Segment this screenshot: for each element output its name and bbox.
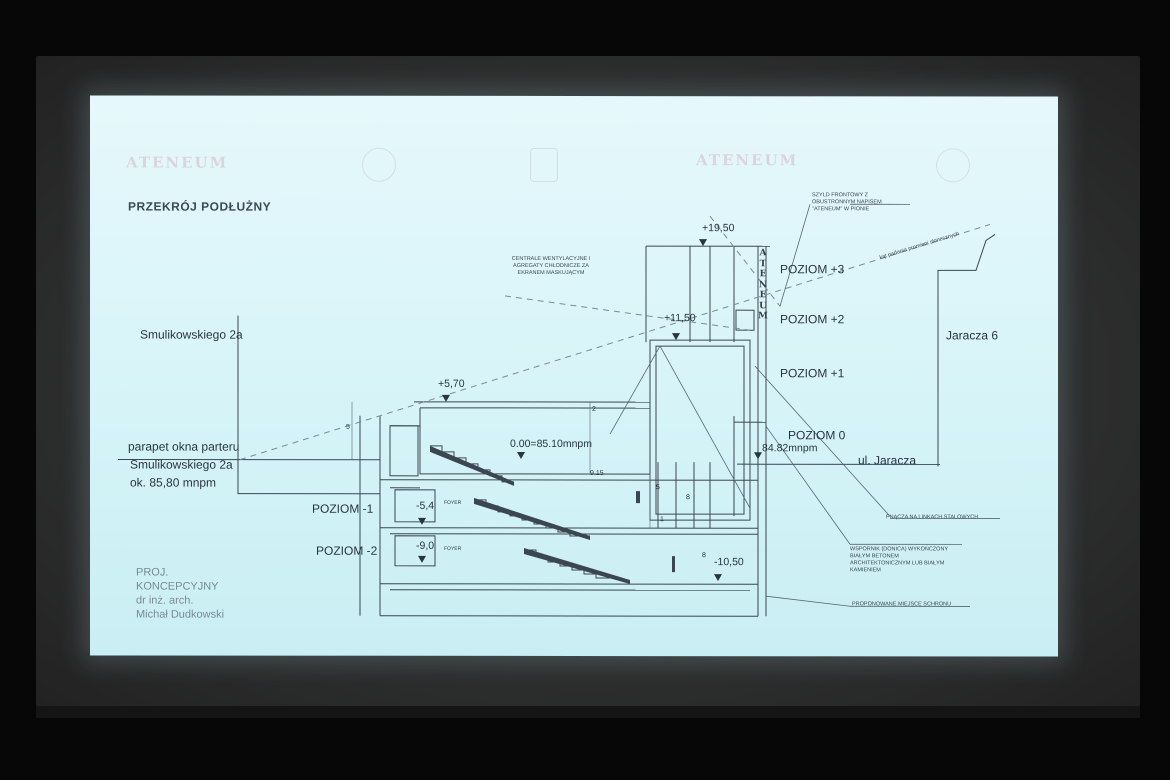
- annotation-shelter: PROPONOWANE MIEJSCE SCHRONU: [852, 601, 952, 608]
- dim-label-6: 1: [660, 516, 664, 524]
- parapet-note-line1: parapet okna parteru: [128, 439, 240, 454]
- annotation-sign: SZYLD FRONTOWY Z OBUSTRONNYM NAPISEM "AT…: [812, 192, 882, 213]
- dim-label-3: 9.15: [590, 470, 604, 478]
- elevation-street: 84.82mnpm: [762, 442, 818, 455]
- facade-ateneum-sign: ATENEUM: [758, 248, 768, 322]
- elevation-minus1: -5,4: [416, 499, 435, 512]
- neighbor-right-label: Jaracza 6: [946, 328, 999, 343]
- annotation-support: WSPORNIK (DONICA) WYKOŃCZONY BIAŁYM BETO…: [850, 546, 948, 574]
- dim-label-5: 8: [686, 494, 690, 502]
- level-minus2-label: POZIOM -2: [316, 543, 378, 558]
- level-zero-label: POZIOM 0: [788, 428, 846, 443]
- elevation-bottom: -10,50: [714, 556, 744, 569]
- foyer-label-1: FOYER: [444, 499, 462, 506]
- neighbor-left-label: Smulikowskiego 2a: [140, 327, 243, 342]
- dim-label-4: 5: [656, 484, 660, 492]
- street-label: ul. Jaracza: [858, 453, 917, 468]
- level-plus3-label: POZIOM +3: [780, 262, 845, 277]
- dim-label-1: 5: [346, 423, 350, 431]
- annotation-hvac: CENTRALE WENTYLACYJNE I AGREGATY CHŁODNI…: [511, 255, 591, 277]
- elevation-top: +19,50: [702, 222, 735, 235]
- screen-bottom-bar: [36, 706, 1140, 718]
- level-minus1-label: POZIOM -1: [312, 501, 374, 516]
- elevation-upper: +11,50: [664, 312, 696, 325]
- parapet-note-line2: Smulikowskiego 2a: [130, 457, 233, 472]
- annotation-climber: PNĄCZA NA LINKACH STALOWYCH: [886, 514, 979, 521]
- elevation-minus2: -9,0: [416, 539, 435, 552]
- author-block: PROJ. KONCEPCYJNY dr inż. arch. Michał D…: [136, 566, 225, 621]
- cross-section-drawing: [118, 203, 1000, 617]
- elevation-roof: +5,70: [438, 377, 465, 390]
- dim-label-7: 8: [702, 552, 706, 560]
- dim-label-2: 2: [592, 406, 596, 414]
- foyer-label-2: FOYER: [444, 545, 462, 552]
- projected-slide: ATENEUM ATENEUM: [90, 95, 1058, 657]
- level-plus2-label: POZIOM +2: [780, 312, 845, 327]
- elevation-zero: 0.00=85.10mnpm: [510, 437, 593, 451]
- parapet-note-line3: ok. 85,80 mnpm: [130, 475, 217, 490]
- level-plus1-label: POZIOM +1: [780, 366, 845, 381]
- slide-title: PRZEKRÓJ PODŁUŻNY: [128, 199, 272, 214]
